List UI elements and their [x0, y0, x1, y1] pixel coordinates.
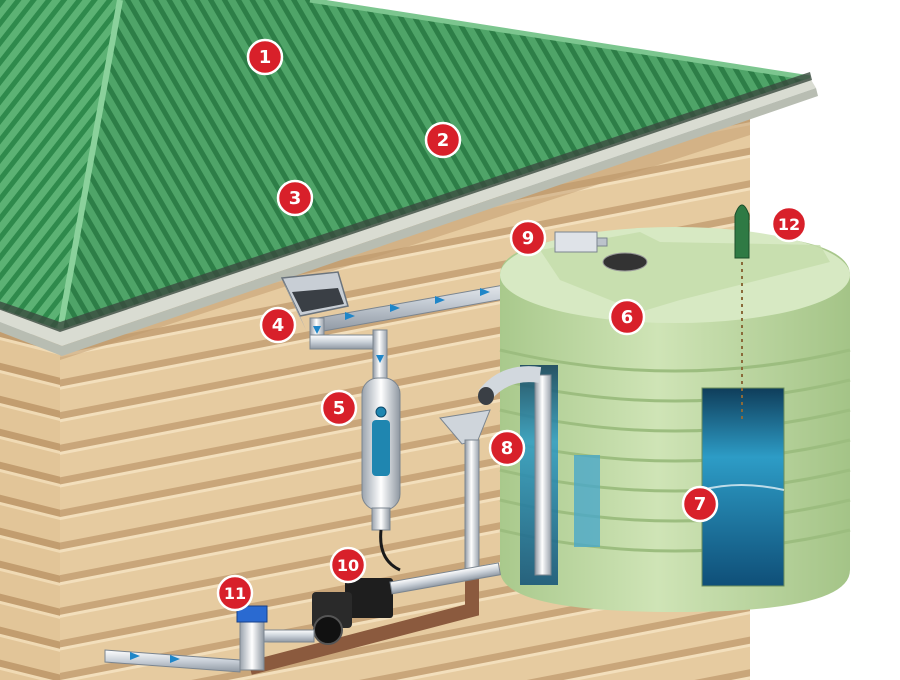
marker-7: 7: [681, 485, 719, 523]
marker-9: 9: [509, 219, 547, 257]
marker-circle: [246, 38, 284, 76]
marker-1: 1: [246, 38, 284, 76]
marker-label: 7: [694, 494, 707, 515]
gutter-mesh: [0, 72, 818, 356]
marker-circle: [329, 546, 367, 584]
marker-circle: [276, 179, 314, 217]
marker-6: 6: [608, 298, 646, 336]
roof: [0, 0, 811, 331]
marker-label: 10: [337, 556, 359, 575]
marker-label: 8: [501, 438, 514, 459]
marker-circle: [216, 574, 254, 612]
marker-label: 1: [259, 47, 272, 68]
marker-5: 5: [320, 389, 358, 427]
marker-circle: [681, 485, 719, 523]
first-flush-filter: [361, 377, 401, 572]
marker-12: 12: [770, 205, 808, 243]
marker-label: 6: [621, 307, 634, 328]
marker-circle: [770, 205, 808, 243]
rainwater-tank: [499, 227, 851, 612]
marker-circle: [509, 219, 547, 257]
rain-head-diverter: [280, 271, 349, 330]
marker-label: 4: [272, 315, 285, 336]
marker-11: 11: [216, 574, 254, 612]
marker-label: 11: [224, 584, 246, 603]
overflow-funnel: [248, 409, 491, 675]
marker-circle: [488, 429, 526, 467]
marker-circle: [320, 389, 358, 427]
mains-switch-valve: [104, 605, 315, 673]
marker-10: 10: [329, 546, 367, 584]
marker-8: 8: [488, 429, 526, 467]
marker-circle: [259, 306, 297, 344]
pressure-pump: [312, 562, 501, 645]
marker-circle: [608, 298, 646, 336]
marker-label: 9: [522, 228, 535, 249]
marker-4: 4: [259, 306, 297, 344]
calming-inlet: [478, 366, 552, 576]
marker-3: 3: [276, 179, 314, 217]
marker-label: 12: [778, 215, 800, 234]
marker-label: 5: [333, 398, 346, 419]
tank-topup-box: [554, 231, 608, 253]
marker-label: 2: [437, 130, 450, 151]
marker-label: 3: [289, 188, 302, 209]
marker-circle: [424, 121, 462, 159]
marker-2: 2: [424, 121, 462, 159]
tank-vent: [734, 204, 750, 420]
